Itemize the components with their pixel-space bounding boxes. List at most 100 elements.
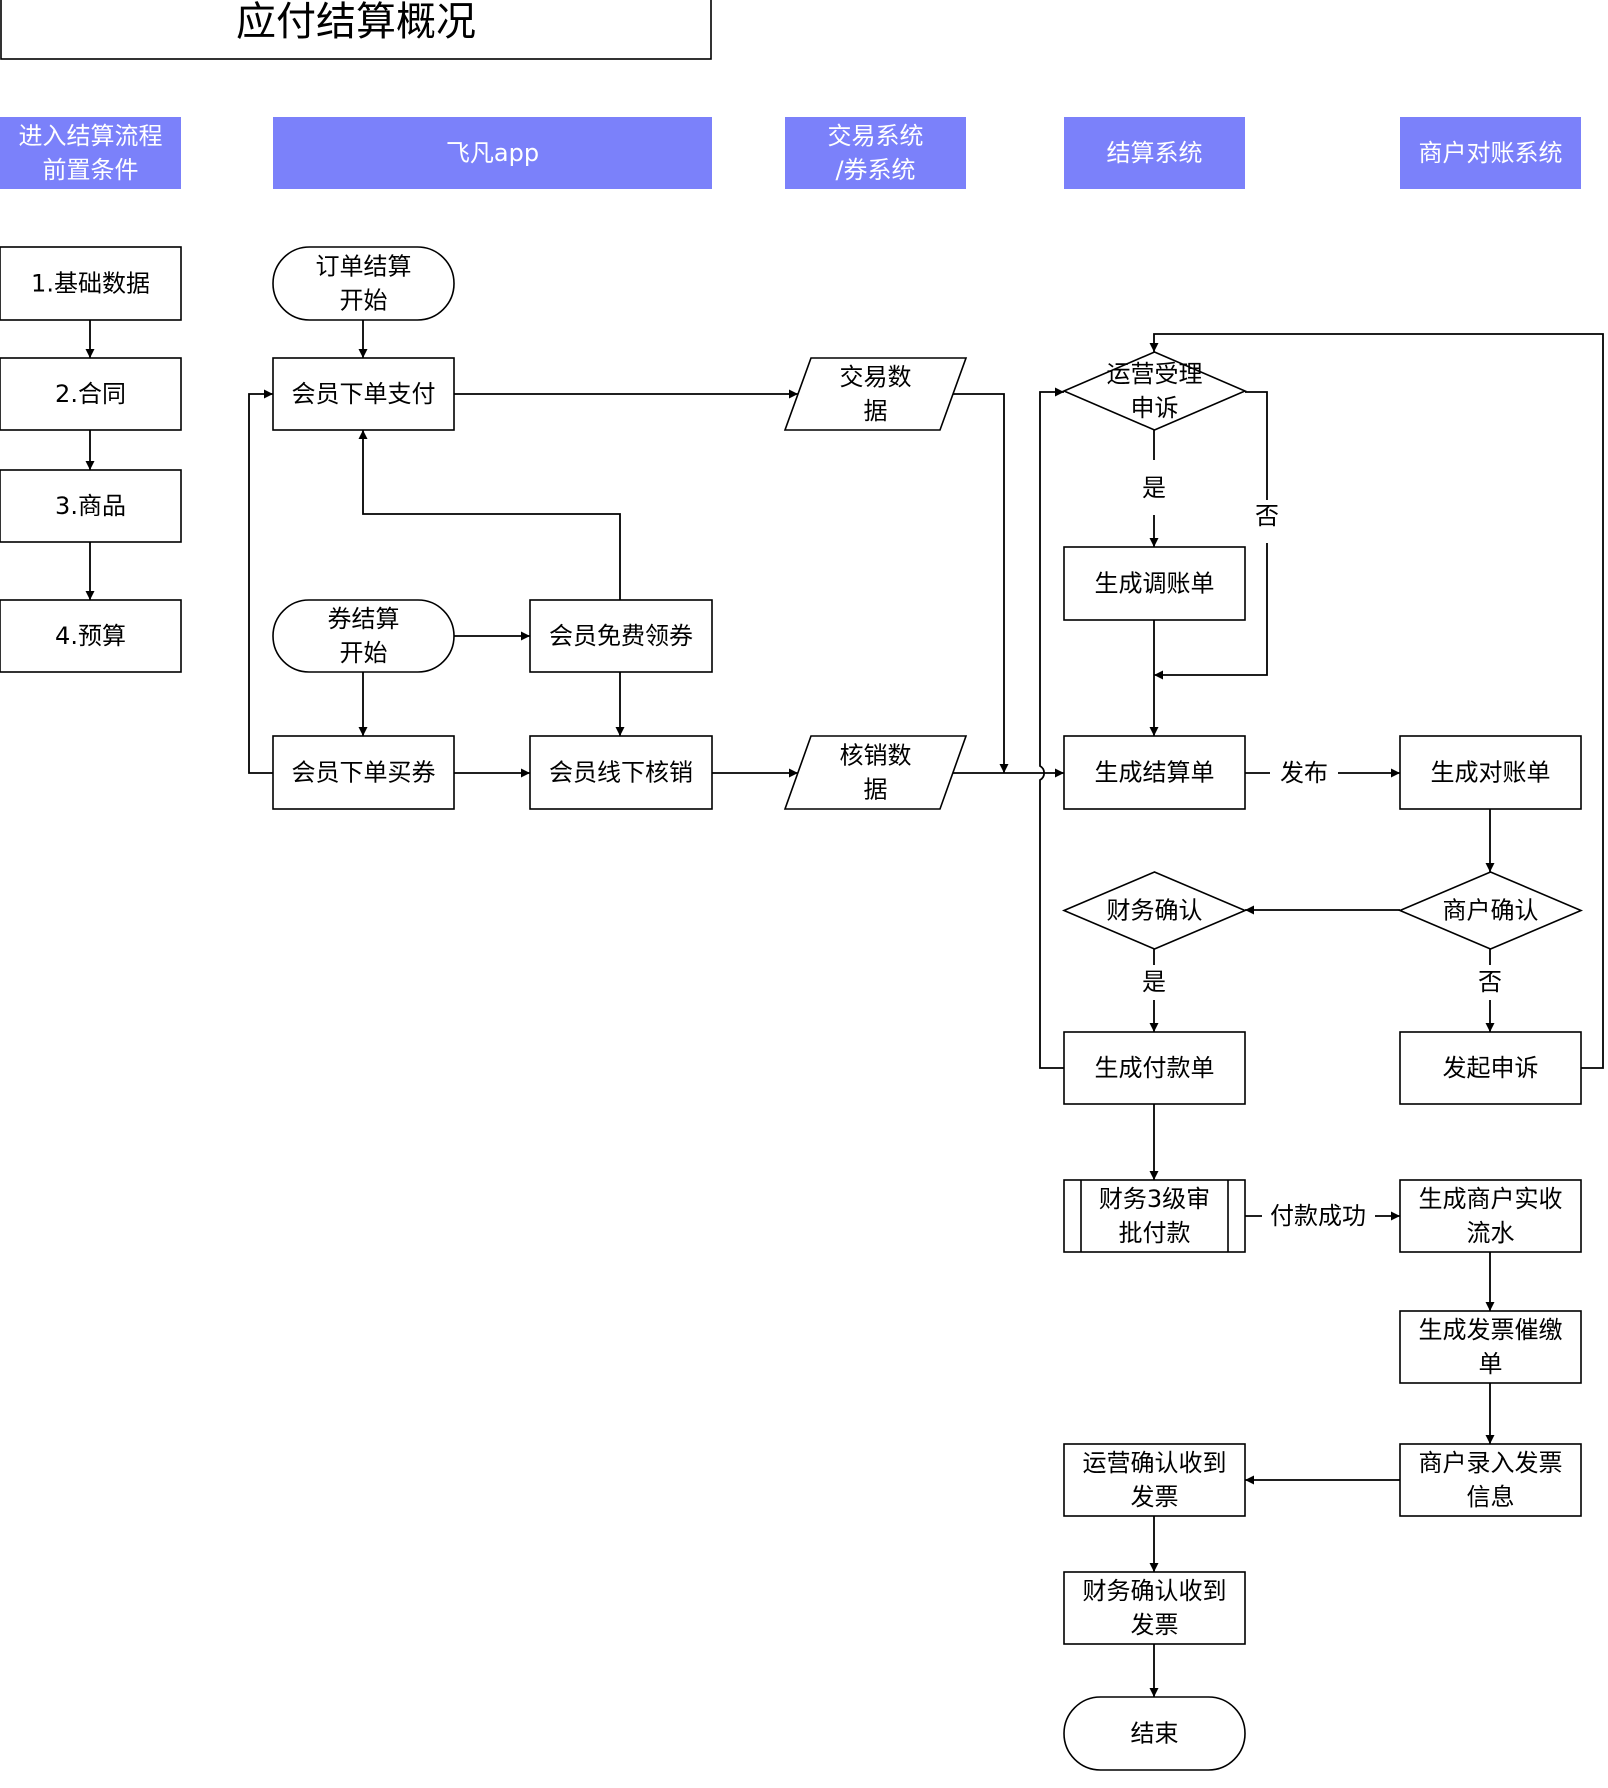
- node-label: 财务3级审: [1099, 1185, 1210, 1213]
- edge-member-buy-coupon-to-member-order-pay: [248, 389, 273, 774]
- node-label: 生成结算单: [1095, 759, 1215, 787]
- lane-header-background: [0, 117, 181, 189]
- rect-shape: [0, 357, 182, 431]
- rect-shape: [1063, 546, 1246, 621]
- edge-ops-accept-appeal-to-generate-settlement: [1154, 543, 1268, 680]
- rect-shape: [0, 599, 182, 673]
- node-label: 发起申诉: [1443, 1054, 1539, 1082]
- node-label: 流水: [1467, 1219, 1515, 1247]
- data-shape: [783, 735, 968, 810]
- lane-header-label: 进入结算流程: [19, 122, 163, 150]
- node-label: 申诉: [1131, 394, 1179, 422]
- node-label: 会员下单买券: [292, 759, 436, 787]
- merchant-confirm-node: 商户确认: [1397, 871, 1584, 950]
- budget-node: 4.预算: [0, 599, 182, 673]
- basic-data-node: 1.基础数据: [0, 246, 182, 321]
- generate-adjustment-node: 生成调账单: [1063, 546, 1246, 621]
- node-label: 生成付款单: [1095, 1054, 1215, 1082]
- lane-header-background: [1400, 117, 1581, 189]
- data-shape: [783, 357, 968, 431]
- rect-shape: [1063, 1031, 1246, 1105]
- lane-trade-system: 交易系统/券系统: [785, 117, 966, 189]
- edge-label: 付款成功: [1270, 1202, 1366, 1230]
- node-label: 1.基础数据: [31, 270, 150, 298]
- edge-label: 否: [1478, 968, 1502, 996]
- rect-shape: [1063, 735, 1246, 810]
- node-label: 商户确认: [1443, 897, 1539, 925]
- end-node: 结束: [1063, 1696, 1246, 1771]
- lane-header-background: [785, 117, 966, 189]
- node-label: 开始: [340, 639, 388, 667]
- node-label: 商户录入发票: [1419, 1449, 1563, 1477]
- edge-label: 发布: [1280, 759, 1328, 787]
- lane-feifan-app: 飞凡app: [273, 117, 712, 189]
- member-free-coupon-node: 会员免费领券: [529, 599, 713, 673]
- rect-shape: [272, 735, 455, 810]
- lane-header-background: [1064, 117, 1245, 189]
- node-label: 信息: [1467, 1483, 1515, 1511]
- node-label: 据: [864, 776, 888, 804]
- node-label: 2.合同: [55, 380, 126, 408]
- node-label: 财务确认: [1107, 897, 1203, 925]
- node-label: 开始: [340, 287, 388, 315]
- node-label: 生成调账单: [1095, 570, 1215, 598]
- node-label: 财务确认收到: [1083, 1577, 1227, 1605]
- rect-shape: [1399, 1443, 1582, 1517]
- rect-shape: [1399, 1310, 1582, 1384]
- node-label: 核销数: [840, 742, 912, 770]
- contract-node: 2.合同: [0, 357, 182, 431]
- edges-layer: [85, 320, 1604, 1697]
- edge-raise-appeal-to-ops-accept-appeal: [1149, 333, 1604, 1069]
- generate-reconciliation-node: 生成对账单: [1399, 735, 1582, 810]
- lane-header-label: 交易系统: [828, 122, 924, 150]
- edge-generate-payment-to-ops-accept-appeal: [1039, 387, 1064, 1069]
- page-title: 应付结算概况: [236, 0, 476, 45]
- terminal-shape: [272, 599, 455, 673]
- goods-node: 3.商品: [0, 469, 182, 543]
- node-label: 会员免费领券: [549, 622, 693, 650]
- node-label: 批付款: [1119, 1219, 1191, 1247]
- member-order-pay-node: 会员下单支付: [272, 357, 455, 431]
- rect-shape: [1399, 1031, 1582, 1105]
- node-label: 结束: [1131, 1720, 1179, 1748]
- lane-header-label: 结算系统: [1107, 139, 1203, 167]
- node-label: 据: [864, 397, 888, 425]
- raise-appeal-node: 发起申诉: [1399, 1031, 1582, 1105]
- rect-shape: [1399, 735, 1582, 810]
- generate-payment-node: 生成付款单: [1063, 1031, 1246, 1105]
- rect-shape: [529, 735, 713, 810]
- node-label: 生成对账单: [1431, 759, 1551, 787]
- lane-settlement-system: 结算系统: [1064, 117, 1245, 189]
- title-box: [0, 0, 712, 60]
- member-buy-coupon-node: 会员下单买券: [272, 735, 455, 810]
- node-label: 交易数: [840, 363, 912, 391]
- node-label: 发票: [1131, 1483, 1179, 1511]
- node-label: 运营受理: [1107, 360, 1203, 388]
- decision-shape: [1397, 871, 1584, 950]
- generate-settlement-node: 生成结算单: [1063, 735, 1246, 810]
- member-offline-redeem-node: 会员线下核销: [529, 735, 713, 810]
- rect-shape: [529, 599, 713, 673]
- rect-shape: [0, 246, 182, 321]
- lane-header-label: 前置条件: [43, 156, 139, 184]
- node-label: 订单结算: [316, 253, 412, 281]
- node-label: 生成发票催缴: [1419, 1316, 1563, 1344]
- terminal-shape: [1063, 1696, 1246, 1771]
- node-label: 运营确认收到: [1083, 1449, 1227, 1477]
- edge-label: 是: [1142, 968, 1166, 996]
- lane-header-label: 飞凡app: [446, 139, 539, 167]
- node-label: 4.预算: [55, 622, 126, 650]
- rect-shape: [272, 357, 455, 431]
